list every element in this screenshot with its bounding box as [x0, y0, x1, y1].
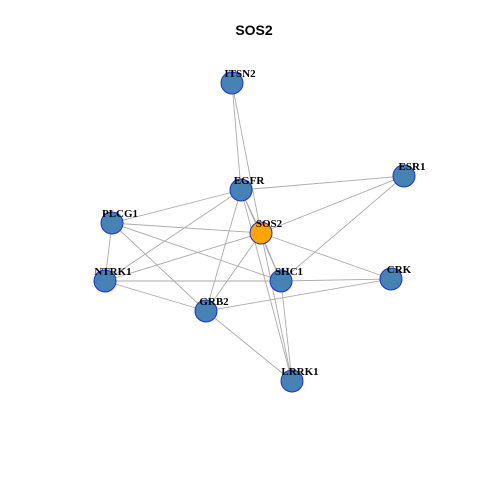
node-label-itsn2: ITSN2: [224, 68, 256, 80]
edge-plcg1-shc1: [111, 222, 282, 282]
node-lrrk1: LRRK1: [280, 366, 319, 393]
edge-itsn2-sos2: [231, 82, 262, 234]
node-sos2: SOS2: [249, 218, 283, 245]
edge-itsn2-egfr: [231, 82, 242, 191]
edge-plcg1-sos2: [111, 222, 262, 234]
node-label-egfr: EGFR: [234, 175, 266, 187]
node-circle-lrrk1: [280, 369, 304, 393]
node-label-shc1: SHC1: [275, 266, 303, 278]
node-itsn2: ITSN2: [220, 68, 256, 95]
node-circle-ntrk1: [93, 269, 117, 293]
edge-shc1-crk: [280, 278, 392, 282]
node-circle-crk: [379, 267, 403, 291]
node-circle-plcg1: [100, 211, 124, 235]
edge-egfr-ntrk1: [104, 189, 242, 282]
edge-grb2-crk: [205, 278, 392, 312]
node-label-grb2: GRB2: [199, 296, 229, 308]
edge-grb2-lrrk1: [205, 310, 293, 382]
node-circle-esr1: [392, 164, 416, 188]
graph-title: SOS2: [235, 22, 273, 38]
node-crk: CRK: [379, 264, 412, 291]
edge-esr1-shc1: [280, 175, 405, 282]
edge-sos2-grb2: [205, 232, 262, 312]
node-grb2: GRB2: [194, 296, 229, 323]
edge-egfr-plcg1: [111, 189, 242, 224]
node-label-ntrk1: NTRK1: [94, 266, 131, 278]
edge-plcg1-grb2: [111, 222, 207, 312]
node-circle-grb2: [194, 299, 218, 323]
edge-egfr-lrrk1: [240, 189, 293, 382]
node-circle-shc1: [269, 269, 293, 293]
node-label-sos2: SOS2: [256, 218, 283, 230]
edge-egfr-grb2: [205, 189, 242, 312]
edge-esr1-sos2: [260, 175, 405, 234]
edge-egfr-esr1: [240, 175, 405, 191]
node-circle-sos2: [249, 221, 273, 245]
node-egfr: EGFR: [229, 175, 266, 202]
node-label-lrrk1: LRRK1: [281, 366, 318, 378]
node-label-plcg1: PLCG1: [102, 208, 138, 220]
node-label-crk: CRK: [387, 264, 412, 276]
node-ntrk1: NTRK1: [93, 266, 132, 293]
edge-sos2-ntrk1: [104, 232, 262, 282]
edges-layer: [104, 82, 405, 382]
node-esr1: ESR1: [392, 161, 426, 188]
edge-ntrk1-grb2: [104, 280, 207, 312]
node-shc1: SHC1: [269, 266, 303, 293]
node-label-esr1: ESR1: [399, 161, 426, 173]
edge-sos2-crk: [260, 232, 392, 280]
node-plcg1: PLCG1: [100, 208, 138, 235]
edge-sos2-lrrk1: [260, 232, 293, 382]
node-circle-itsn2: [220, 71, 244, 95]
node-circle-egfr: [229, 178, 253, 202]
